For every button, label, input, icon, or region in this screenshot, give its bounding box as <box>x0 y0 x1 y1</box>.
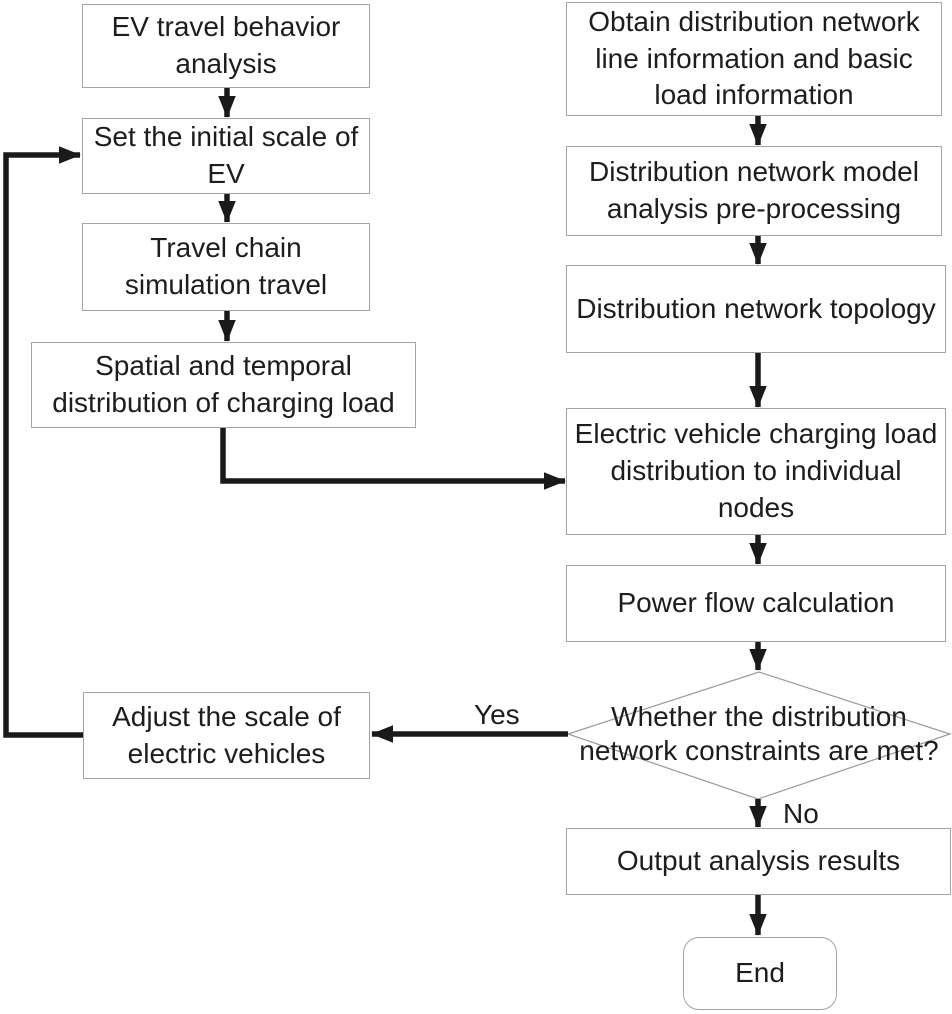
node-network-topology: Distribution network topology <box>566 265 946 353</box>
node-obtain-network-info: Obtain distribution network line informa… <box>566 2 942 116</box>
node-travel-chain-simulation: Travel chain simulation travel <box>82 223 370 311</box>
node-adjust-ev-scale: Adjust the scale of electric vehicles <box>83 692 370 779</box>
node-power-flow-calculation: Power flow calculation <box>566 565 946 642</box>
arrow-adjust-feedback-to-set-scale <box>3 146 83 738</box>
node-output-results: Output analysis results <box>566 828 951 895</box>
node-set-initial-ev-scale: Set the initial scale of EV <box>82 118 370 194</box>
arrow-spatial-to-load-distribution <box>220 428 566 490</box>
label-no: No <box>783 798 819 829</box>
node-end: End <box>683 937 837 1010</box>
node-ev-travel-behavior: EV travel behavior analysis <box>82 4 370 88</box>
decision-constraints-met-label: Whether the distribution network constra… <box>579 700 939 766</box>
label-yes: Yes <box>474 699 520 730</box>
node-model-preprocessing: Distribution network model analysis pre-… <box>566 146 942 236</box>
node-spatiotemporal-charging-load: Spatial and temporal distribution of cha… <box>31 342 416 428</box>
node-charging-load-to-nodes: Electric vehicle charging load distribut… <box>566 408 946 535</box>
